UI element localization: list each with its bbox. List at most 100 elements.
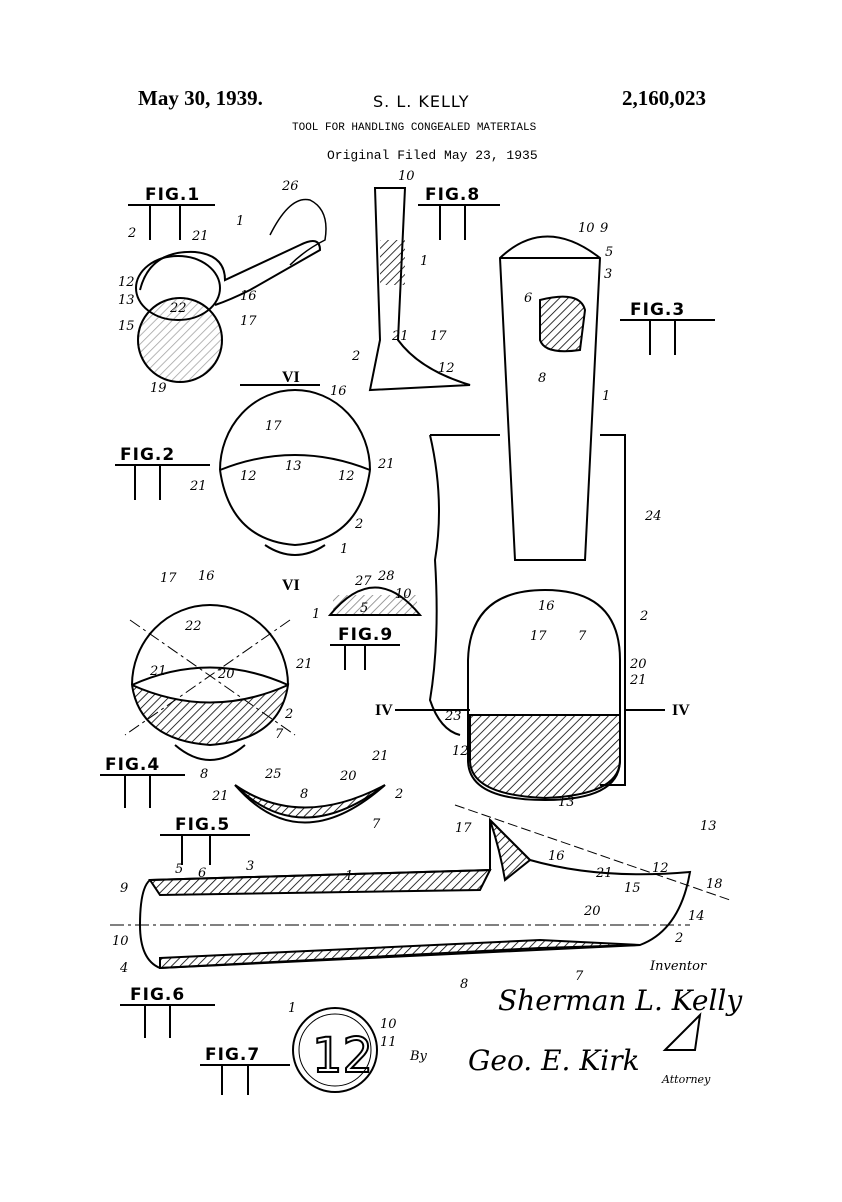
- reference-numeral: 2: [674, 931, 683, 946]
- reference-numeral: 21: [377, 457, 395, 472]
- reference-numeral: 13: [700, 819, 717, 834]
- reference-numeral: 7: [575, 969, 584, 984]
- reference-numeral: FIG.3: [630, 300, 685, 320]
- attorney-label: Attorney: [661, 1073, 711, 1086]
- reference-numeral: 16: [330, 384, 347, 399]
- reference-numeral: 8: [200, 767, 208, 782]
- reference-numeral: 22: [184, 619, 202, 634]
- reference-numeral: 12: [118, 275, 135, 290]
- reference-numeral: 21: [295, 657, 313, 672]
- reference-numeral: FIG.8: [425, 185, 480, 205]
- reference-numeral: 17: [265, 419, 282, 434]
- reference-numeral: 10: [112, 934, 129, 949]
- reference-numeral: 17: [530, 629, 547, 644]
- reference-numeral: FIG.4: [105, 755, 160, 775]
- figure-1-label: FIG.1: [145, 185, 200, 205]
- reference-numeral: FIG.7: [205, 1045, 260, 1065]
- reference-numeral: 24: [644, 509, 662, 524]
- reference-numeral: 8: [300, 787, 308, 802]
- reference-numeral: 21: [189, 479, 207, 494]
- reference-numeral: 13: [118, 293, 135, 308]
- reference-numeral: VI: [282, 369, 300, 386]
- reference-numeral: 12: [438, 361, 455, 376]
- attorney-signature: Geo. E. Kirk: [468, 1044, 640, 1077]
- coin-number: 12: [312, 1028, 373, 1084]
- reference-numeral: 17: [430, 329, 447, 344]
- reference-numeral: 7: [372, 817, 381, 832]
- reference-numeral: 1: [345, 869, 353, 884]
- reference-numeral: 12: [652, 861, 669, 876]
- reference-numeral: 16: [240, 289, 257, 304]
- reference-numeral: VI: [282, 577, 300, 594]
- reference-numeral: 10: [395, 587, 412, 602]
- reference-numeral: 2: [354, 517, 363, 532]
- reference-numeral: 21: [211, 789, 229, 804]
- reference-numeral: 13: [285, 459, 302, 474]
- reference-numeral: 1: [288, 1001, 296, 1016]
- reference-numeral: 2: [284, 707, 293, 722]
- reference-numeral: 10: [398, 169, 415, 184]
- inventor-name: S. L. KELLY: [373, 92, 470, 111]
- reference-numeral: 1: [312, 607, 320, 622]
- reference-numeral: 6: [198, 866, 206, 881]
- reference-numeral: 21: [371, 749, 389, 764]
- reference-numeral: 23: [444, 709, 462, 724]
- reference-numeral: 12: [452, 744, 469, 759]
- reference-numeral: 20: [217, 667, 235, 682]
- figure-7: 12 FIG.7 1 10 11: [200, 1001, 397, 1095]
- reference-numeral: 1: [602, 389, 610, 404]
- reference-numeral: FIG.2: [120, 445, 175, 465]
- reference-numeral: 15: [624, 881, 641, 896]
- reference-numeral: 19: [150, 381, 167, 396]
- reference-numeral: 12: [240, 469, 257, 484]
- reference-numeral: 2: [351, 349, 360, 364]
- reference-numeral: 28: [377, 569, 395, 584]
- reference-numeral: 25: [264, 767, 282, 782]
- reference-numeral: 20: [583, 904, 601, 919]
- reference-numeral: 20: [339, 769, 357, 784]
- reference-numeral: 1: [340, 542, 348, 557]
- reference-numeral: 5: [605, 245, 613, 260]
- reference-numeral: 11: [380, 1035, 397, 1050]
- reference-numeral: 27: [354, 574, 372, 589]
- reference-numeral: 16: [198, 569, 215, 584]
- reference-numeral: 1: [236, 214, 244, 229]
- signature-block: Inventor Sherman L. Kelly By Geo. E. Kir…: [409, 959, 743, 1086]
- reference-numeral: 2: [639, 609, 648, 624]
- reference-numeral: 16: [548, 849, 565, 864]
- reference-numeral: 21: [149, 664, 167, 679]
- figure-8: FIG.8 10 1 2 21 17 12: [351, 169, 500, 392]
- reference-numeral: 20: [629, 657, 647, 672]
- reference-numeral: 21: [629, 673, 647, 688]
- reference-numeral: 1: [420, 254, 428, 269]
- reference-numeral: 2: [394, 787, 403, 802]
- reference-numeral: 18: [706, 877, 723, 892]
- reference-numeral: 9: [600, 221, 608, 236]
- reference-numeral: 17: [455, 821, 472, 836]
- reference-numeral: 6: [524, 291, 532, 306]
- reference-numeral: 21: [595, 866, 613, 881]
- by-label: By: [409, 1049, 428, 1064]
- reference-numeral: 10: [578, 221, 595, 236]
- reference-numeral: 17: [240, 314, 257, 329]
- reference-numeral: IV: [375, 702, 393, 719]
- reference-numeral: 7: [578, 629, 587, 644]
- reference-numeral: 8: [460, 977, 468, 992]
- reference-numeral: 22: [169, 301, 187, 316]
- reference-numeral: 21: [391, 329, 409, 344]
- reference-numeral: 26: [281, 179, 299, 194]
- reference-numeral: 9: [120, 881, 128, 896]
- reference-numeral: IV: [672, 702, 690, 719]
- inventor-signature: Sherman L. Kelly: [498, 984, 743, 1017]
- patent-title: TOOL FOR HANDLING CONGEALED MATERIALS: [292, 122, 537, 134]
- inventor-label: Inventor: [649, 959, 707, 974]
- reference-numeral: 13: [558, 795, 575, 810]
- reference-numeral: 3: [604, 267, 612, 282]
- reference-numeral: 10: [380, 1017, 397, 1032]
